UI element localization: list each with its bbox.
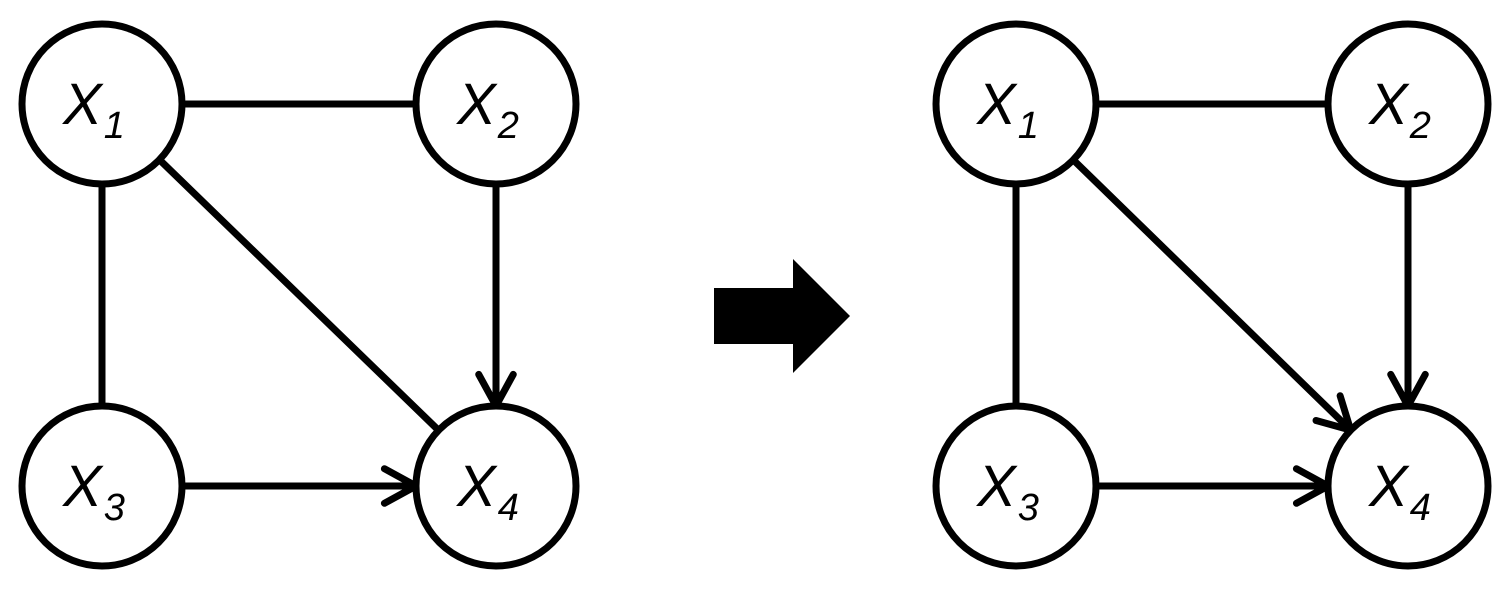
node-subscript: 2 [1409,105,1431,147]
edge-x3-x4 [182,465,420,507]
node-circle [932,20,1100,188]
directed-edge-line [1070,157,1354,433]
node-x1: X1 [18,20,186,188]
node-circle [1324,402,1492,570]
node-circle [412,402,580,570]
node-subscript: 1 [104,105,125,147]
edge-x2-x4 [475,184,517,410]
node-x3: X3 [932,402,1100,570]
node-x3: X3 [18,402,186,570]
edge-x1-x4 [157,157,441,433]
undirected-edge-line [157,157,441,433]
node-subscript: 4 [498,487,519,529]
node-circle [412,20,580,188]
node-circle [1324,20,1492,188]
node-circle [18,402,186,570]
node-x4: X4 [1324,402,1492,570]
node-subscript: 4 [1410,487,1431,529]
edge-x1-x4 [1070,157,1355,434]
node-x4: X4 [412,402,580,570]
node-subscript: 1 [1018,105,1039,147]
node-x2: X2 [1324,20,1492,188]
node-circle [18,20,186,188]
edge-x3-x4 [1096,465,1332,507]
right-block-arrow-icon [714,259,850,373]
node-subscript: 2 [497,105,519,147]
edge-x2-x4 [1387,184,1429,410]
node-label: X4 [455,454,519,529]
node-circle [932,402,1100,570]
node-x1: X1 [932,20,1100,188]
node-subscript: 3 [104,487,125,529]
node-x2: X2 [412,20,580,188]
node-subscript: 3 [1018,487,1039,529]
node-label: X2 [1367,72,1431,147]
